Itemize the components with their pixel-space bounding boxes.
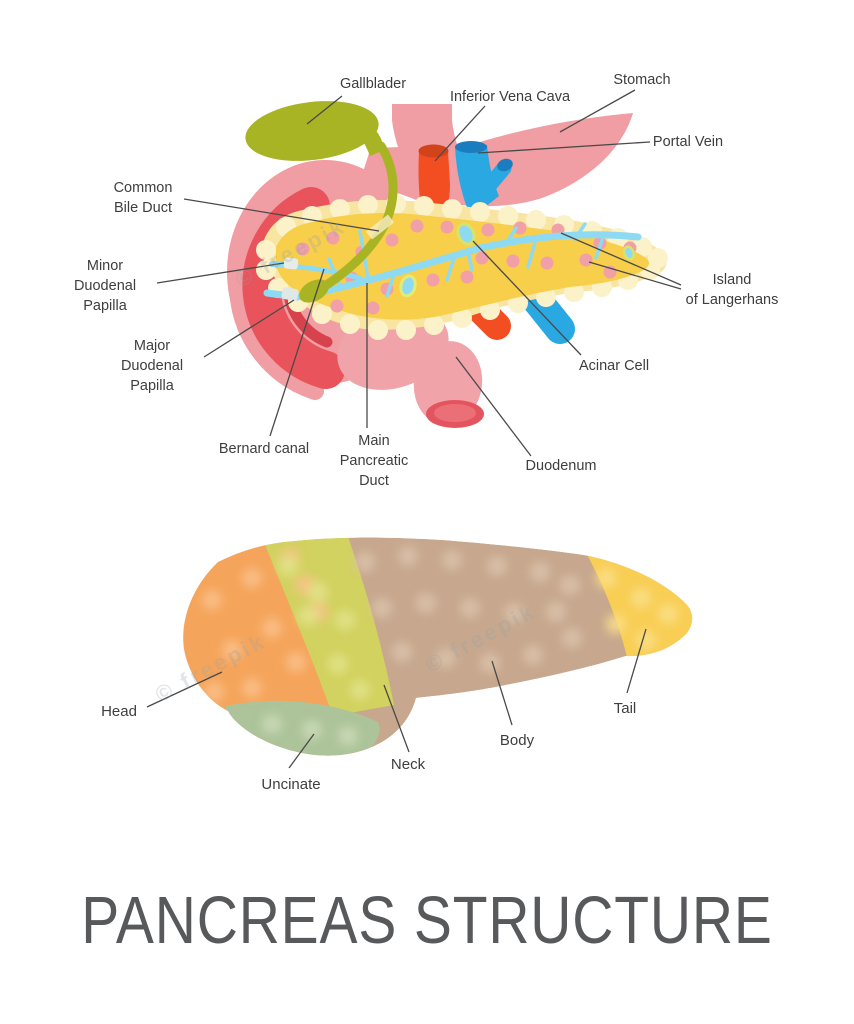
label-bernard-canal: Bernard canal (218, 441, 310, 457)
label-stomach: Stomach (613, 72, 671, 88)
regions-leader-lines (146, 628, 647, 769)
acinar-cell-shapes (399, 222, 636, 298)
label-neck: Neck (390, 756, 426, 773)
page-title: PANCREAS STRUCTURE (81, 883, 773, 958)
gallbladder-shape (245, 101, 384, 161)
label-main-pancreatic-duct: Main Pancreatic Duct (339, 433, 409, 489)
label-acinar-cell: Acinar Cell (578, 358, 650, 374)
label-island-of-langerhans: Island of Langerhans (685, 272, 779, 308)
label-head: Head (101, 703, 137, 720)
label-minor-duodenal-papilla: Minor Duodenal Papilla (73, 258, 137, 314)
label-major-duodenal-papilla: Major Duodenal Papilla (120, 338, 184, 394)
label-common-bile-duct: Common Bile Duct (113, 180, 173, 216)
region-texture-dots (202, 546, 678, 746)
label-gallbladder: Gallblader (339, 76, 407, 92)
label-duodenum: Duodenum (525, 458, 597, 474)
label-inferior-vena-cava: Inferior Vena Cava (449, 89, 571, 105)
label-body: Body (499, 732, 535, 749)
label-tail: Tail (613, 700, 637, 717)
anatomy-leader-lines (156, 89, 682, 457)
label-portal-vein: Portal Vein (652, 134, 724, 150)
portal-vein-vessel (455, 141, 513, 218)
common-bile-duct-shape (299, 141, 398, 303)
papilla-openings (281, 257, 299, 301)
label-uncinate: Uncinate (261, 776, 321, 793)
